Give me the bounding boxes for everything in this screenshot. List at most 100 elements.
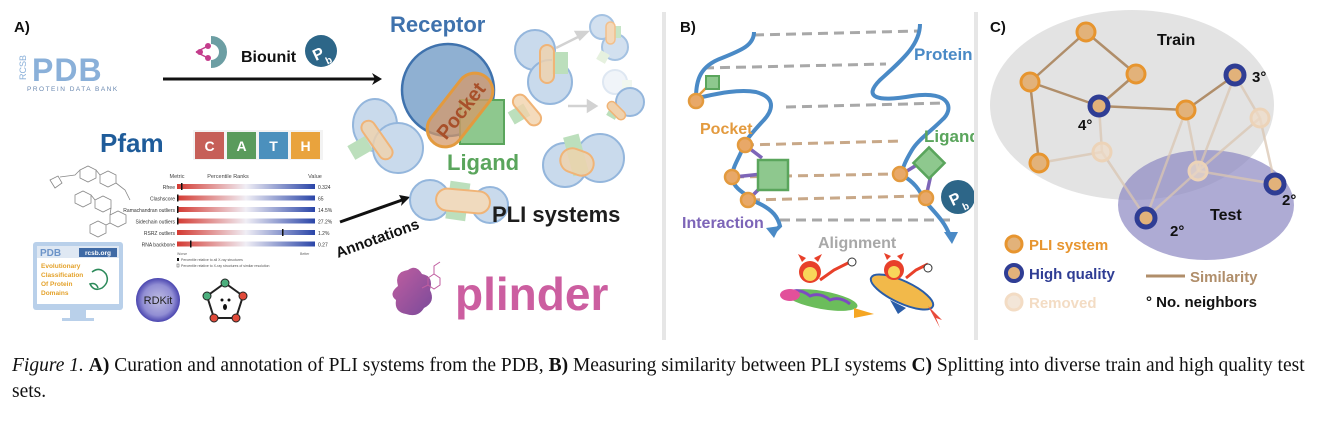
degree-label-2: 2° (1282, 192, 1296, 209)
percentile-marker (190, 240, 192, 248)
legend-neighbors: ° No. neighbors (1146, 294, 1257, 311)
rdkit-label: RDKit (144, 295, 173, 307)
validation-metric-label: Rfree (163, 185, 175, 191)
caption-a-text: Curation and annotation of PLI systems f… (109, 355, 549, 376)
percentile-marker (177, 217, 179, 225)
validation-metric-label: Sidechain outliers (136, 220, 176, 226)
better-label: Better (300, 252, 310, 256)
validation-percentile-bar (177, 207, 315, 212)
biounit-arrow: Biounit P b (163, 35, 382, 85)
similarity-edge (1028, 81, 1041, 164)
pocket-residues (687, 92, 935, 209)
validation-percentile-bar (177, 218, 315, 224)
test-label: Test (1210, 207, 1242, 224)
graph-nodes (1019, 21, 1287, 230)
similarity-edge (1196, 74, 1237, 172)
similarity-edge (1029, 80, 1100, 108)
caption-figure-label: Figure 1. (12, 355, 84, 376)
cat-on-rocket-illustration (869, 253, 942, 328)
panel-c-graphic: Train Test 4° 3° 2° 2° PLI system High q… (990, 10, 1296, 312)
train-label: Train (1157, 32, 1195, 49)
pocket-label: Pocket (700, 121, 753, 138)
annotations-arrow: Annotations (334, 195, 422, 262)
pli-schematic: Receptor Pocket Ligand (390, 12, 519, 175)
cath-letter: H (300, 138, 310, 154)
ecod-monitor: PDB rcsb.org Evolutionary Classification… (33, 242, 123, 321)
figure-caption: Figure 1. A) Curation and annotation of … (12, 353, 1322, 405)
ecod-pdb-text: PDB (40, 248, 61, 259)
removed-node (1091, 141, 1113, 163)
ecod-title-line: Domains (41, 290, 69, 297)
pli-system-node (1019, 71, 1041, 93)
validation-metric-label: RSRZ outliers (144, 231, 176, 237)
similarity-edge (1085, 31, 1137, 75)
caption-b-label: B) (548, 355, 569, 376)
validation-percentile-bar (177, 230, 315, 235)
pli-system-node (1175, 99, 1197, 121)
legend-removed: Removed (1029, 295, 1097, 312)
alignment-label: Alignment (818, 235, 897, 252)
panel-a-graphic: RCSB PDB PROTEIN DATA BANK Biounit P b (14, 12, 645, 323)
degree-label-2: 2° (1170, 223, 1184, 240)
validation-value: 65 (318, 197, 324, 203)
validation-value: 14.5% (318, 208, 333, 214)
similarity-edge (1197, 117, 1261, 172)
validation-value: 1.2% (318, 231, 330, 237)
caption-b-text: Measuring similarity between PLI systems (568, 355, 912, 376)
high-quality-node (1134, 206, 1158, 230)
similarity-edge (1197, 169, 1276, 186)
validation-header-value: Value (308, 174, 322, 180)
cath-letter: A (236, 138, 246, 154)
pdb-text: PDB (32, 52, 103, 88)
cat-on-dna-rocket-illustration (780, 254, 874, 318)
validation-legend-2: Percentile relative to X-ray structures … (181, 264, 270, 268)
validation-percentile-bar (177, 195, 315, 201)
caption-c-text: Splitting into diverse train and high qu… (12, 355, 1305, 402)
receptor-label: Receptor (390, 12, 486, 37)
similarity-edge (1038, 150, 1103, 165)
panel-a-label: A) (14, 19, 30, 36)
ligand-square (756, 158, 790, 192)
annotations-label: Annotations (334, 216, 422, 262)
similarity-edge (1144, 109, 1188, 219)
graph-ghost-logo (202, 278, 248, 323)
similarity-edge (1100, 151, 1148, 219)
cath-letter: C (204, 138, 214, 154)
removed-node (1249, 107, 1271, 129)
rcsb-vertical-text: RCSB (18, 55, 28, 80)
validation-value: 0.27 (318, 243, 328, 249)
legend-high-quality-icon (1004, 263, 1024, 283)
pfam-logo: Pfam (100, 128, 164, 158)
ligand-label: Ligand (447, 150, 519, 175)
legend-pli-icon (1004, 234, 1024, 254)
validation-metric-label: RNA backbone (142, 243, 176, 249)
panel-divider (974, 12, 978, 340)
rcsb-pdb-logo: RCSB PDB PROTEIN DATA BANK (18, 52, 119, 93)
pli-system-node (1028, 152, 1050, 174)
cath-letter: T (269, 138, 278, 154)
ligand-label: Ligand (924, 127, 974, 146)
pli-system-node (1075, 21, 1097, 43)
pli-system-node (1125, 63, 1147, 85)
protein-data-bank-text: PROTEIN DATA BANK (27, 86, 119, 93)
validation-metric-label: Ramachandran outliers (123, 208, 175, 214)
panel-b-graphic: P b Protein Pocket Ligand Interaction Al… (680, 19, 980, 328)
ecod-title-line: Classification (41, 272, 83, 279)
validation-percentile-bar (177, 241, 315, 247)
degree-label-4: 4° (1078, 117, 1092, 134)
protein-label: Protein (914, 45, 973, 64)
panel-divider (662, 12, 666, 340)
panel-c-label: C) (990, 19, 1006, 36)
percentile-marker (181, 183, 183, 190)
plinder-logo: plinder (392, 261, 608, 320)
similarity-edge (1145, 170, 1199, 219)
similarity-edge (1029, 31, 1087, 83)
pli-systems-label: PLI systems (492, 202, 620, 227)
cath-logo: C A T H (193, 130, 323, 160)
ecod-title-line: Evolutionary (41, 263, 81, 270)
similarity-edges (1028, 31, 1277, 219)
panel-b-label: B) (680, 19, 696, 36)
high-quality-node (1263, 172, 1287, 196)
validation-header-metric: Metric (170, 174, 185, 180)
